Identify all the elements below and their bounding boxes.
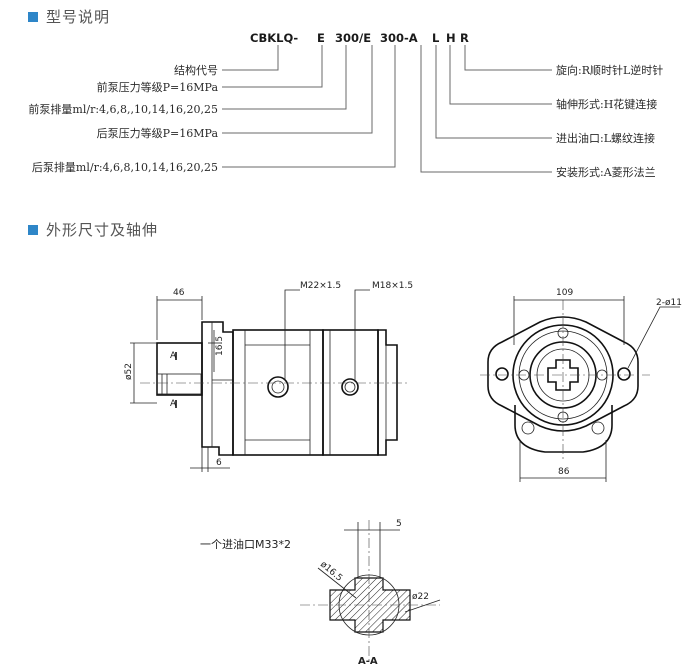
port-m22-label: M22×1.5 (300, 281, 341, 291)
leader-line (222, 45, 323, 88)
leader-line (420, 45, 552, 173)
label-rotation: 旋向:R顺时针L逆时针 (556, 63, 663, 77)
code-rotation: R (460, 31, 469, 45)
leader-line (222, 45, 279, 71)
inlet-port-note: 一个进油口M33*2 (200, 537, 291, 551)
label-front-displacement: 前泵排量ml/r:4,6,8,,10,14,16,20,25 (28, 102, 218, 116)
leader-line (222, 45, 396, 168)
front-view: 109 2-ø11 86 (480, 288, 682, 482)
section-aa-label: A-A (358, 656, 378, 667)
code-front-pressure: E (317, 31, 325, 45)
dim-16-5: 16.5 (215, 336, 225, 356)
label-shaft-type: 轴伸形式:H花键连接 (556, 97, 657, 111)
dim-spline-5: 5 (396, 519, 402, 529)
dim-109: 109 (556, 288, 573, 298)
pump-drawing: 46 16.5 ø52 A A 6 M22×1.5 M18×1.5 (124, 281, 682, 667)
model-code-diagram: CBKLQ- E 300/E 300-A L H R 结构代号 前泵压力等级P=… (28, 31, 663, 179)
section-dimensions-title: 外形尺寸及轴伸 (46, 221, 159, 239)
side-view: 46 16.5 ø52 A A 6 M22×1.5 M18×1.5 (124, 281, 413, 472)
dim-dia-52: ø52 (124, 363, 134, 380)
section-dimensions-heading: 外形尺寸及轴伸 (28, 219, 158, 240)
port-m18-label: M18×1.5 (372, 281, 413, 291)
section-model-title: 型号说明 (46, 8, 111, 26)
section-mark-top: A (170, 351, 177, 361)
dim-86: 86 (558, 467, 570, 477)
square-bullet-icon (28, 224, 38, 235)
label-mounting: 安装形式:A菱形法兰 (556, 165, 656, 179)
label-front-pressure: 前泵压力等级P=16MPa (97, 80, 219, 94)
code-port-type: L (432, 31, 440, 45)
code-structure: CBKLQ- (250, 31, 298, 45)
leader-line (449, 45, 552, 105)
code-shaft-type: H (446, 31, 456, 45)
section-aa-view: 一个进油口M33*2 5 ø16.5 ø22 A-A (200, 519, 441, 667)
dim-spline-d22: ø22 (412, 592, 429, 602)
leader-line (464, 45, 552, 71)
leader-line (435, 45, 552, 139)
label-rear-displacement: 后泵排量ml/r:4,6,8,10,14,16,20,25 (32, 160, 218, 174)
label-rear-pressure: 后泵压力等级P=16MPa (97, 126, 219, 140)
section-model-heading: 型号说明 (28, 6, 110, 27)
square-bullet-icon (28, 11, 38, 22)
leader-line (222, 45, 347, 110)
section-mark-bottom: A (170, 399, 177, 409)
dim-holes: 2-ø11 (656, 298, 682, 308)
dim-46: 46 (173, 288, 185, 298)
leader-line (222, 45, 373, 134)
code-front-displacement: 300/E (335, 31, 371, 45)
label-structure: 结构代号 (174, 63, 218, 77)
label-port-type: 进出油口:L螺纹连接 (556, 131, 655, 145)
code-rear-displacement: 300-A (380, 31, 418, 45)
dim-6: 6 (216, 458, 222, 468)
dim-spline-d16-5: ø16.5 (318, 560, 344, 584)
